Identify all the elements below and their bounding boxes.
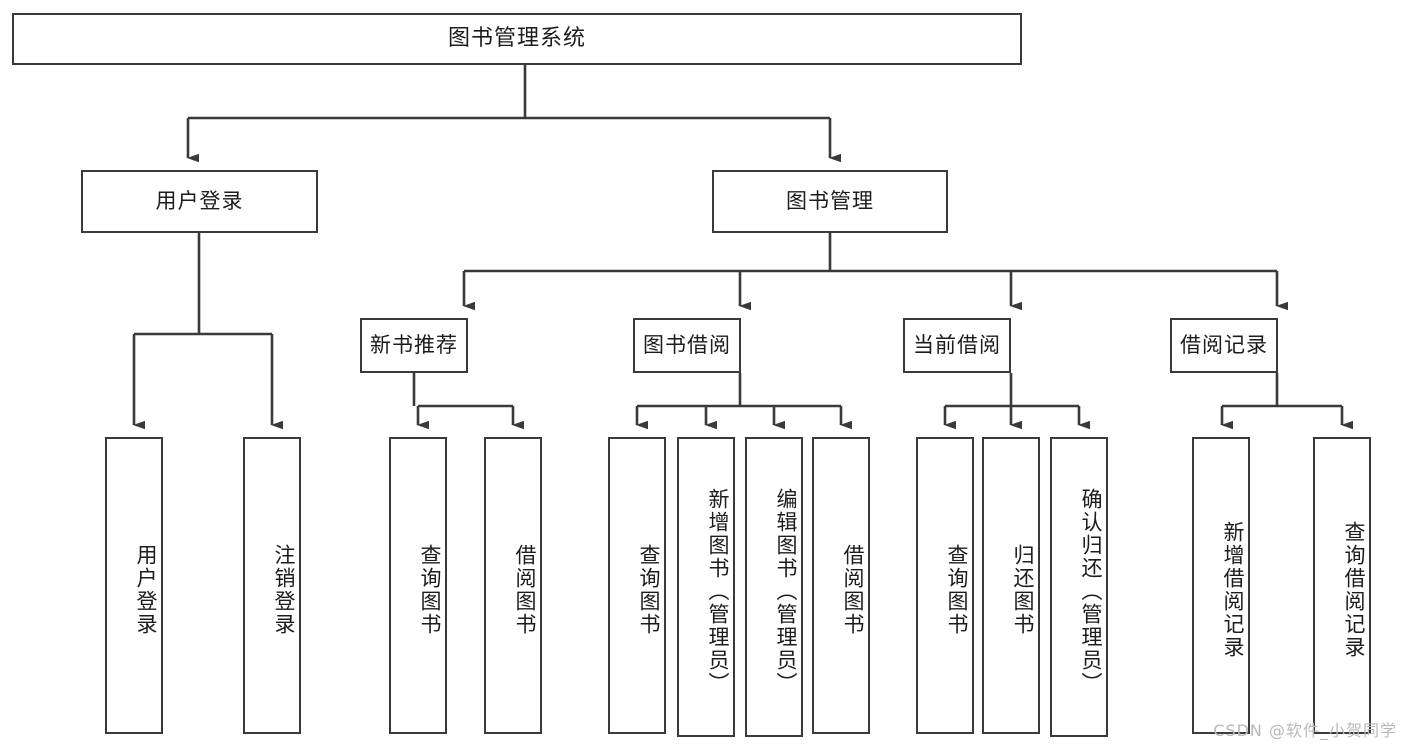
node-label: 确认归还（管理员） — [1079, 487, 1103, 695]
leaf-query-book-2[interactable]: 查询图书 — [608, 437, 666, 734]
leaf-logout-login[interactable]: 注销登录 — [243, 437, 301, 734]
node-label: 借阅图书 — [841, 543, 865, 636]
node-label: 当前借阅 — [913, 332, 1001, 357]
node-label: 用户登录 — [155, 188, 244, 213]
leaf-user-login[interactable]: 用户登录 — [105, 437, 163, 734]
node-label: 用户登录 — [134, 543, 158, 636]
node-label: 归还图书 — [1011, 543, 1035, 636]
node-book-manage[interactable]: 图书管理 — [712, 170, 948, 233]
node-label: 新增借阅记录 — [1221, 520, 1245, 659]
leaf-query-book-1[interactable]: 查询图书 — [389, 437, 447, 734]
node-root[interactable]: 图书管理系统 — [12, 13, 1022, 65]
node-user-login[interactable]: 用户登录 — [81, 170, 318, 233]
node-borrow-record[interactable]: 借阅记录 — [1170, 318, 1278, 373]
leaf-return-book[interactable]: 归还图书 — [982, 437, 1040, 734]
leaf-add-record[interactable]: 新增借阅记录 — [1192, 437, 1250, 734]
leaf-add-book[interactable]: 新增图书（管理员） — [677, 437, 735, 737]
node-current-borrow[interactable]: 当前借阅 — [903, 318, 1011, 373]
node-label: 查询图书 — [637, 543, 661, 636]
node-label: 借阅记录 — [1180, 332, 1268, 357]
leaf-edit-book[interactable]: 编辑图书（管理员） — [745, 437, 803, 737]
node-new-book-recommend[interactable]: 新书推荐 — [360, 318, 468, 373]
node-label: 图书管理 — [786, 188, 874, 213]
node-label: 注销登录 — [272, 543, 296, 636]
node-label: 借阅图书 — [513, 543, 537, 636]
node-book-borrow[interactable]: 图书借阅 — [633, 318, 741, 373]
node-label: 查询借阅记录 — [1342, 520, 1366, 659]
node-label: 查询图书 — [945, 543, 969, 636]
node-label: 编辑图书（管理员） — [774, 487, 798, 695]
leaf-borrow-book-1[interactable]: 借阅图书 — [484, 437, 542, 734]
node-label: 查询图书 — [418, 543, 442, 636]
leaf-query-record[interactable]: 查询借阅记录 — [1313, 437, 1371, 734]
leaf-confirm-return[interactable]: 确认归还（管理员） — [1050, 437, 1108, 737]
node-label: 新书推荐 — [370, 332, 458, 357]
watermark: CSDN @软件_小贺同学 — [1213, 721, 1397, 740]
leaf-query-book-3[interactable]: 查询图书 — [916, 437, 974, 734]
leaf-borrow-book-2[interactable]: 借阅图书 — [812, 437, 870, 734]
node-label: 图书管理系统 — [447, 25, 586, 51]
node-label: 新增图书（管理员） — [706, 487, 730, 695]
node-label: 图书借阅 — [643, 332, 731, 357]
